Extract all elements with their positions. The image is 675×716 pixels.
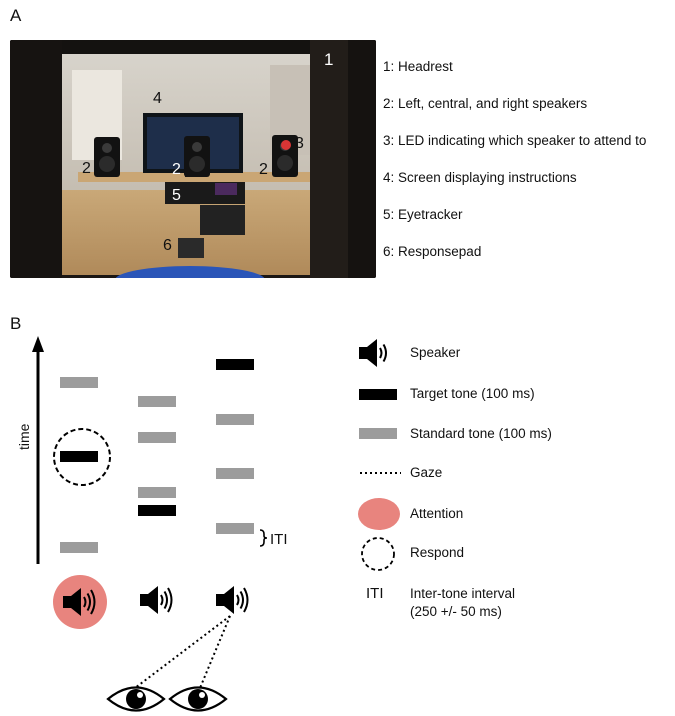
speaker-icon: [63, 588, 96, 616]
iti-bracket: [259, 529, 268, 547]
legend-a-item-5: 5: Eyetracker: [383, 207, 463, 222]
standard-tone: [138, 396, 176, 407]
marker-headrest: 1: [324, 50, 334, 69]
legend-a-item-6: 6: Responsepad: [383, 244, 482, 259]
panel-a-label: A: [10, 6, 22, 25]
marker-eyetracker: 5: [172, 187, 181, 204]
target-tone: [138, 505, 176, 516]
legend-standard-swatch: [359, 428, 397, 439]
legend-iti-symbol: ITI: [366, 585, 384, 602]
legend-standard: Standard tone (100 ms): [410, 426, 552, 441]
marker-speaker-center: 2: [172, 161, 181, 178]
marker-led: 3: [295, 135, 304, 152]
setup-scene: [10, 40, 376, 278]
eye-icon: [168, 686, 228, 712]
legend-respond-circle: [361, 537, 395, 571]
legend-respond: Respond: [410, 545, 465, 560]
target-tone: [60, 451, 98, 462]
marker-speaker-right: 2: [259, 161, 268, 178]
speaker-icon: [140, 586, 173, 614]
standard-tone: [216, 468, 254, 479]
legend-gaze-line: [360, 472, 401, 474]
eyes: [106, 686, 228, 712]
standard-tone: [138, 432, 176, 443]
marker-speaker-left: 2: [82, 160, 91, 177]
standard-tone: [216, 414, 254, 425]
experimental-setup-photo: 1 4 2 2 2 3 5 6: [10, 40, 376, 278]
standard-tone: [138, 487, 176, 498]
legend-iti-line1: Inter-tone interval: [410, 586, 516, 601]
legend-a-item-4: 4: Screen displaying instructions: [383, 170, 577, 185]
time-axis-arrow: [32, 336, 44, 564]
standard-tone: [60, 377, 98, 388]
marker-responsepad: 6: [163, 237, 172, 254]
legend-attention-disc: [358, 498, 400, 530]
legend-a-item-1: 1: Headrest: [383, 59, 453, 74]
eye-icon: [106, 686, 166, 712]
legend-iti-line2: (250 +/- 50 ms): [410, 604, 502, 619]
legend-attention: Attention: [410, 506, 464, 521]
legend-speaker-icon: [359, 339, 387, 367]
standard-tone: [60, 542, 98, 553]
target-tone: [216, 359, 254, 370]
marker-screen: 4: [153, 90, 162, 107]
legend-target-swatch: [359, 389, 397, 400]
legend-target: Target tone (100 ms): [410, 386, 535, 401]
gaze-lines: [134, 615, 231, 689]
legend-speaker: Speaker: [410, 345, 461, 360]
speaker-icon: [216, 586, 249, 614]
legend-a-item-2: 2: Left, central, and right speakers: [383, 96, 588, 111]
legend-a-item-3: 3: LED indicating which speaker to atten…: [383, 133, 647, 148]
legend-gaze: Gaze: [410, 465, 443, 480]
standard-tone: [216, 523, 254, 534]
iti-label: ITI: [270, 531, 288, 548]
panel-b-label: B: [10, 314, 22, 333]
respond-circle: [53, 428, 111, 486]
time-axis-label: time: [16, 423, 32, 450]
attended-speaker: [53, 575, 107, 629]
